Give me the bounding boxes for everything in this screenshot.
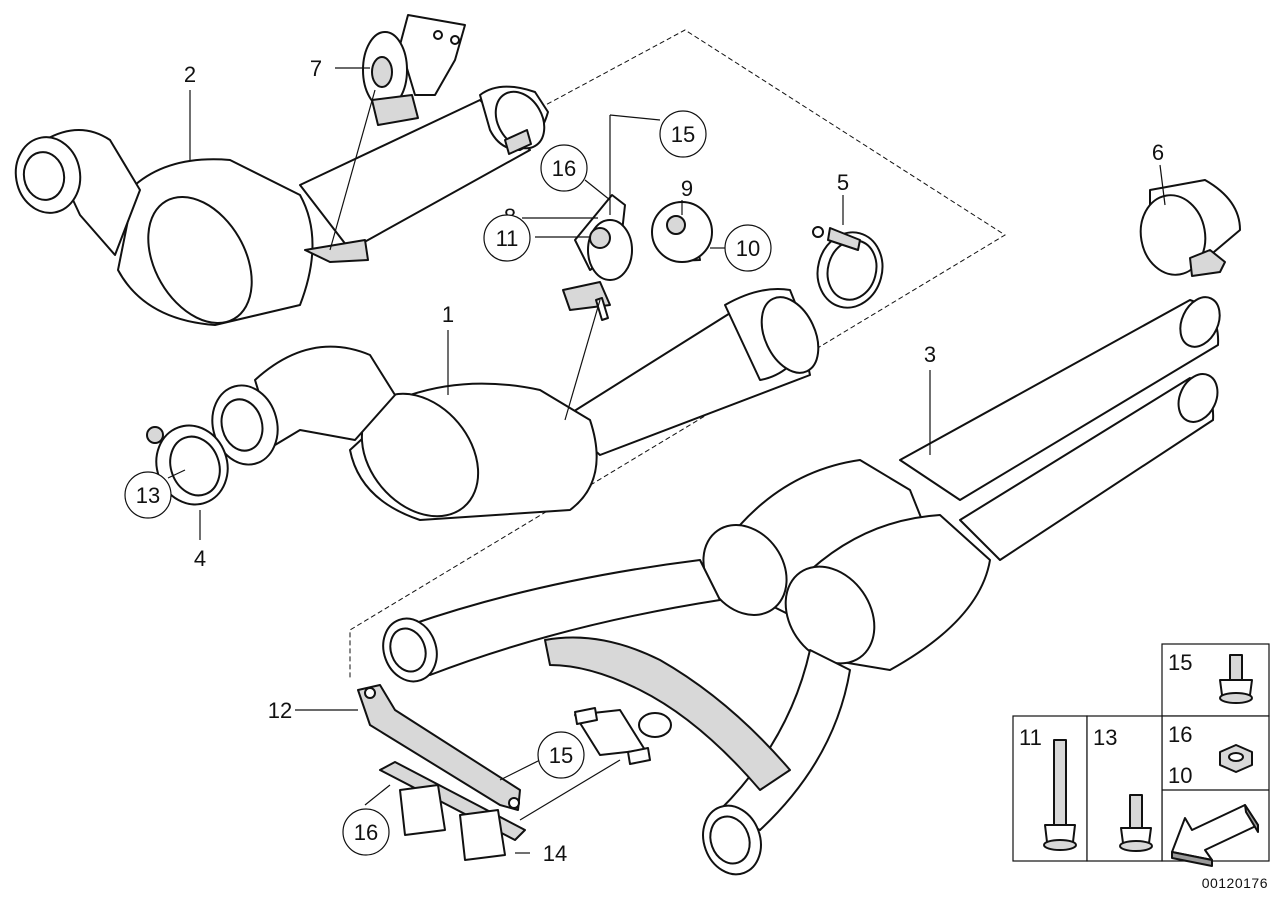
- leader-lines: [167, 67, 1166, 854]
- part-5-clamp[interactable]: [809, 225, 890, 315]
- legend-16: 16: [1168, 722, 1192, 747]
- bolt-13-icon: [1119, 794, 1153, 852]
- callout-15-bottom: 15: [537, 731, 585, 779]
- part-12-bracket[interactable]: [357, 684, 521, 811]
- part-8-hanger-bracket[interactable]: [562, 194, 633, 321]
- callout-14: 14: [543, 841, 567, 866]
- part-3-main-catalytic-converter[interactable]: [375, 291, 1228, 883]
- legend-13: 13: [1093, 725, 1117, 750]
- long-bolt-11-icon: [1043, 739, 1077, 851]
- callout-16-bottom: 16: [342, 808, 390, 856]
- svg-text:16: 16: [552, 156, 576, 181]
- hex-nut-icon: [1219, 744, 1253, 773]
- svg-text:11: 11: [496, 226, 519, 251]
- callout-9: 9: [681, 176, 693, 201]
- callout-15-top: 15: [659, 110, 707, 158]
- svg-text:15: 15: [671, 122, 695, 147]
- callout-11: 11: [483, 214, 531, 262]
- part-9-rubber-mount[interactable]: [651, 201, 713, 263]
- part-2-upper-catalytic-converter[interactable]: [10, 83, 554, 341]
- callouts: 2 7 1 8 9 5 6 3 4 12 14 15 16 10 11 13: [124, 56, 1164, 866]
- callout-1: 1: [442, 302, 454, 327]
- assembly-outline: [349, 29, 1006, 680]
- legend-15: 15: [1168, 650, 1192, 675]
- fastener-legend: 15 16 10 11 13: [1012, 643, 1270, 867]
- svg-text:13: 13: [136, 483, 160, 508]
- part-6-clamp-sleeve[interactable]: [1135, 179, 1241, 280]
- legend-10: 10: [1168, 763, 1192, 788]
- part-4-clamp[interactable]: [145, 415, 238, 514]
- callout-13: 13: [124, 471, 172, 519]
- callout-12: 12: [268, 698, 292, 723]
- direction-arrow-icon: [1171, 804, 1259, 867]
- callout-10: 10: [724, 224, 772, 272]
- legend-11: 11: [1019, 725, 1042, 750]
- part-14-rubber-mount[interactable]: [379, 761, 526, 861]
- callout-4: 4: [194, 546, 206, 571]
- svg-text:15: 15: [549, 743, 573, 768]
- callout-2: 2: [184, 62, 196, 87]
- flange-bolt-15-icon: [1219, 654, 1253, 704]
- svg-text:16: 16: [354, 820, 378, 845]
- callout-5: 5: [837, 170, 849, 195]
- callout-7: 7: [310, 56, 322, 81]
- part-7-hanger-bracket[interactable]: [362, 14, 466, 126]
- callout-16-top: 16: [540, 144, 588, 192]
- part-1-lower-catalytic-converter[interactable]: [204, 288, 830, 539]
- callout-6: 6: [1152, 140, 1164, 165]
- diagram-code: 00120176: [1202, 875, 1268, 891]
- callout-3: 3: [924, 342, 936, 367]
- svg-text:10: 10: [736, 236, 760, 261]
